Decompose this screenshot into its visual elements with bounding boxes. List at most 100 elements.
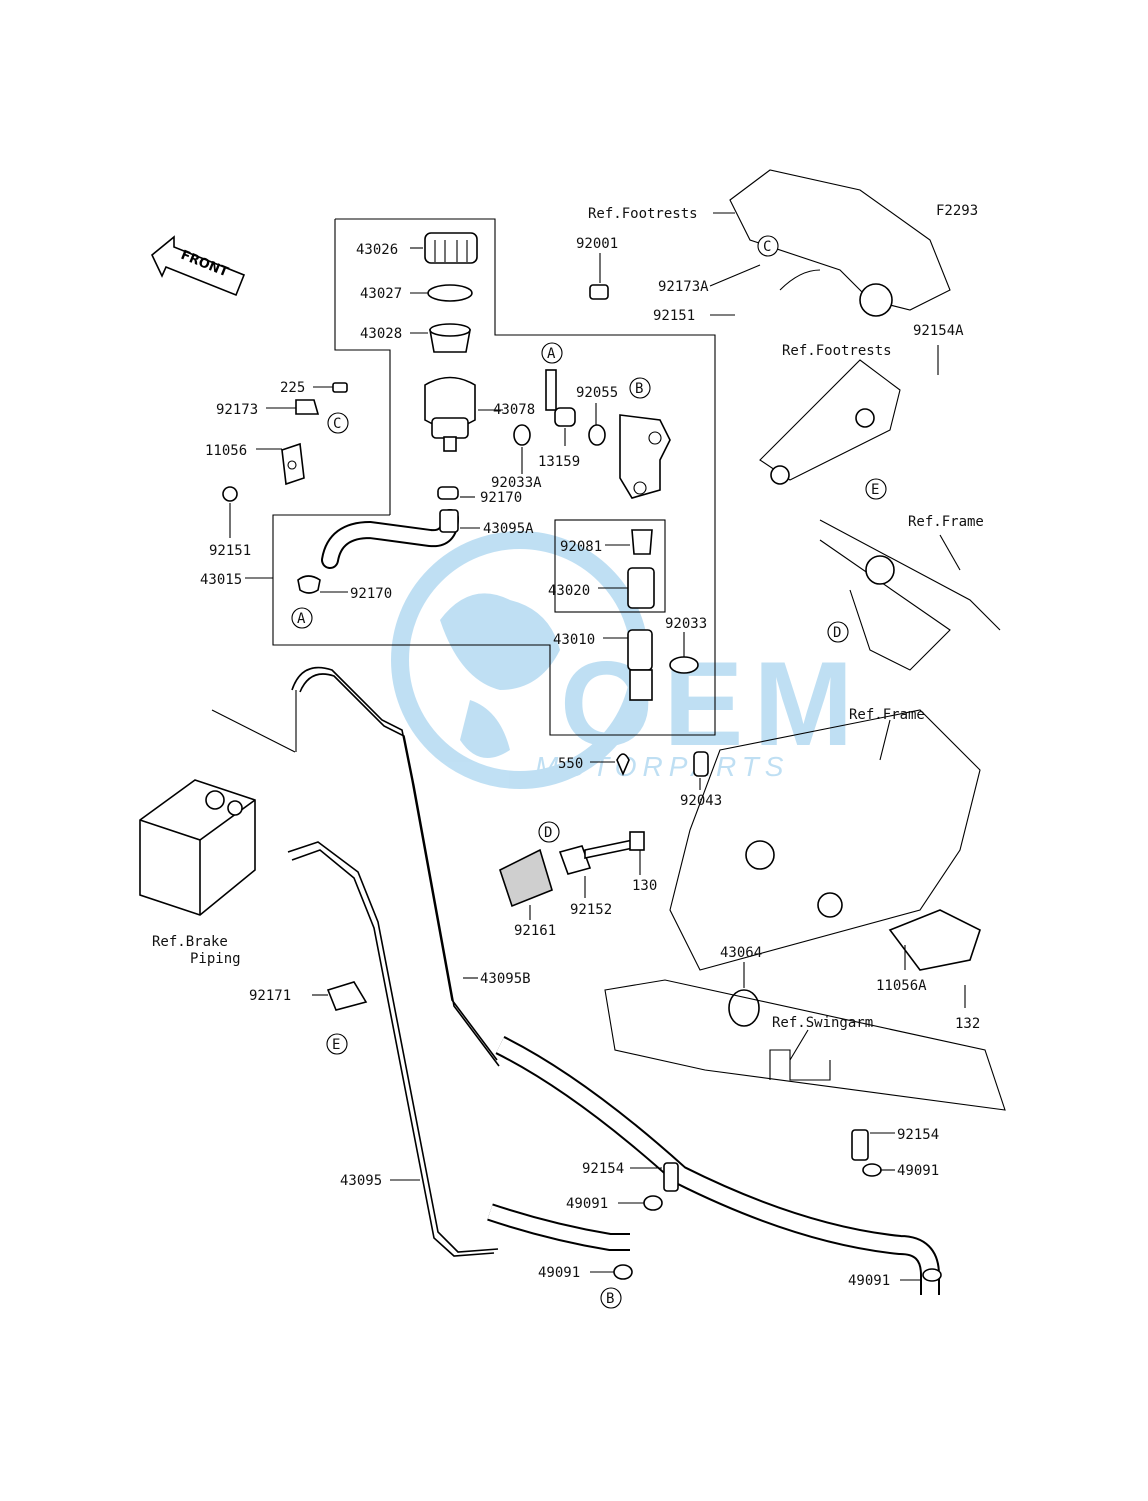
swingarm-section	[604, 979, 1006, 1111]
label-92001: 92001	[576, 236, 618, 252]
banjo-bolt-92154-right	[851, 1129, 869, 1161]
label-49091-lower-bottom: 49091	[538, 1265, 580, 1281]
svg-text:C: C	[333, 416, 341, 432]
callout-C-right: C	[757, 235, 779, 257]
ref-brake-piping-line2: Piping	[190, 951, 241, 967]
spring-92081	[631, 529, 653, 555]
washer-49091-c	[613, 1264, 633, 1280]
bolt-92001	[589, 284, 609, 300]
label-92170-lower: 92170	[350, 586, 392, 602]
label-43095B: 43095B	[480, 971, 531, 987]
brake-line-43095B	[291, 666, 940, 1295]
callout-E-lower: E	[326, 1033, 348, 1055]
label-92151-right: 92151	[653, 308, 695, 324]
callout-C-left: C	[327, 412, 349, 434]
callout-B-upper: B	[629, 377, 651, 399]
callout-B-lower: B	[600, 1287, 622, 1309]
bolt-130	[584, 831, 645, 859]
watermark: OEM MOTORPARTS	[391, 531, 863, 789]
label-92033: 92033	[665, 616, 707, 632]
diagram-code: F2293	[936, 203, 978, 219]
bracket-11056	[281, 442, 305, 486]
circlip-92033	[669, 656, 699, 674]
clamp-92170-upper	[437, 486, 459, 500]
svg-text:A: A	[547, 346, 556, 362]
ref-swingarm: Ref.Swingarm	[772, 1015, 873, 1031]
svg-text:E: E	[871, 482, 879, 498]
piston-43020	[627, 567, 655, 609]
label-92081: 92081	[560, 539, 602, 555]
reservoir-43078	[424, 376, 476, 452]
push-rod-43010	[627, 629, 653, 701]
pin-92043	[693, 751, 709, 777]
ref-frame-upper: Ref.Frame	[908, 514, 984, 530]
svg-text:C: C	[763, 239, 771, 255]
svg-text:B: B	[606, 1291, 614, 1307]
label-92173A: 92173A	[658, 279, 709, 295]
washer-49091-b	[643, 1195, 663, 1211]
label-43078: 43078	[493, 402, 535, 418]
label-92033A: 92033A	[491, 475, 542, 491]
washer-49091-a	[862, 1163, 882, 1177]
clamp-92173	[295, 399, 320, 415]
ref-footrests-top: Ref.Footrests	[588, 206, 698, 222]
banjo-bolt-92154-lower	[663, 1162, 679, 1192]
label-92161: 92161	[514, 923, 556, 939]
svg-text:A: A	[297, 611, 306, 627]
washer-49091-d	[922, 1268, 942, 1282]
brake-line-43095	[287, 841, 630, 1257]
label-92154A: 92154A	[913, 323, 964, 339]
collar-92152	[558, 845, 592, 875]
watermark-title: OEM	[560, 637, 863, 771]
label-11056: 11056	[205, 443, 247, 459]
svg-text:E: E	[332, 1037, 340, 1053]
footrest-bracket-top	[729, 169, 951, 317]
callout-D-lower: D	[538, 821, 560, 843]
svg-text:B: B	[635, 381, 643, 397]
ref-frame-lower: Ref.Frame	[849, 707, 925, 723]
label-43010: 43010	[553, 632, 595, 648]
frame-section-upper	[819, 519, 1001, 671]
fitting-A-pipe	[545, 369, 557, 411]
label-550: 550	[558, 756, 583, 772]
label-43026: 43026	[356, 242, 398, 258]
callout-E-upper: E	[865, 478, 887, 500]
oring-92033A	[513, 424, 531, 446]
label-132: 132	[955, 1016, 980, 1032]
label-92055: 92055	[576, 385, 618, 401]
label-11056A: 11056A	[876, 978, 927, 994]
damper-92161	[499, 848, 553, 908]
group-outlines	[272, 218, 716, 736]
leader-lines	[211, 212, 966, 1281]
label-43015: 43015	[200, 572, 242, 588]
master-cylinder-body	[619, 414, 671, 499]
label-92043: 92043	[680, 793, 722, 809]
label-43027: 43027	[360, 286, 402, 302]
label-130: 130	[632, 878, 657, 894]
footrest-bracket-mid	[759, 359, 901, 485]
reservoir-cap-43026	[424, 232, 478, 264]
callouts: A A B B C C D D E E	[291, 235, 887, 1309]
clamp-92170-lower	[297, 575, 321, 594]
label-43020: 43020	[548, 583, 590, 599]
frame-section-lower	[669, 709, 981, 971]
ref-brake-piping-line1: Ref.Brake	[152, 934, 228, 950]
label-49091-right-bottom: 49091	[848, 1273, 890, 1289]
part-labels: 43026 43027 43028 92001 225 92173 11056 …	[200, 236, 980, 1289]
label-92171: 92171	[249, 988, 291, 1004]
label-49091-right-top: 49091	[897, 1163, 939, 1179]
label-43095: 43095	[340, 1173, 382, 1189]
svg-text:D: D	[544, 825, 552, 841]
label-43028: 43028	[360, 326, 402, 342]
clamp-92171	[326, 981, 368, 1011]
cotter-pin-550	[616, 753, 630, 777]
callout-A-lower: A	[291, 607, 313, 629]
label-92154-lower: 92154	[582, 1161, 624, 1177]
callout-A-upper: A	[541, 342, 563, 364]
diaphragm-plate-43027	[427, 284, 473, 302]
label-92170-upper: 92170	[480, 490, 522, 506]
oring-92055	[588, 424, 606, 446]
label-92173: 92173	[216, 402, 258, 418]
watermark-subtitle: MOTORPARTS	[535, 751, 789, 782]
